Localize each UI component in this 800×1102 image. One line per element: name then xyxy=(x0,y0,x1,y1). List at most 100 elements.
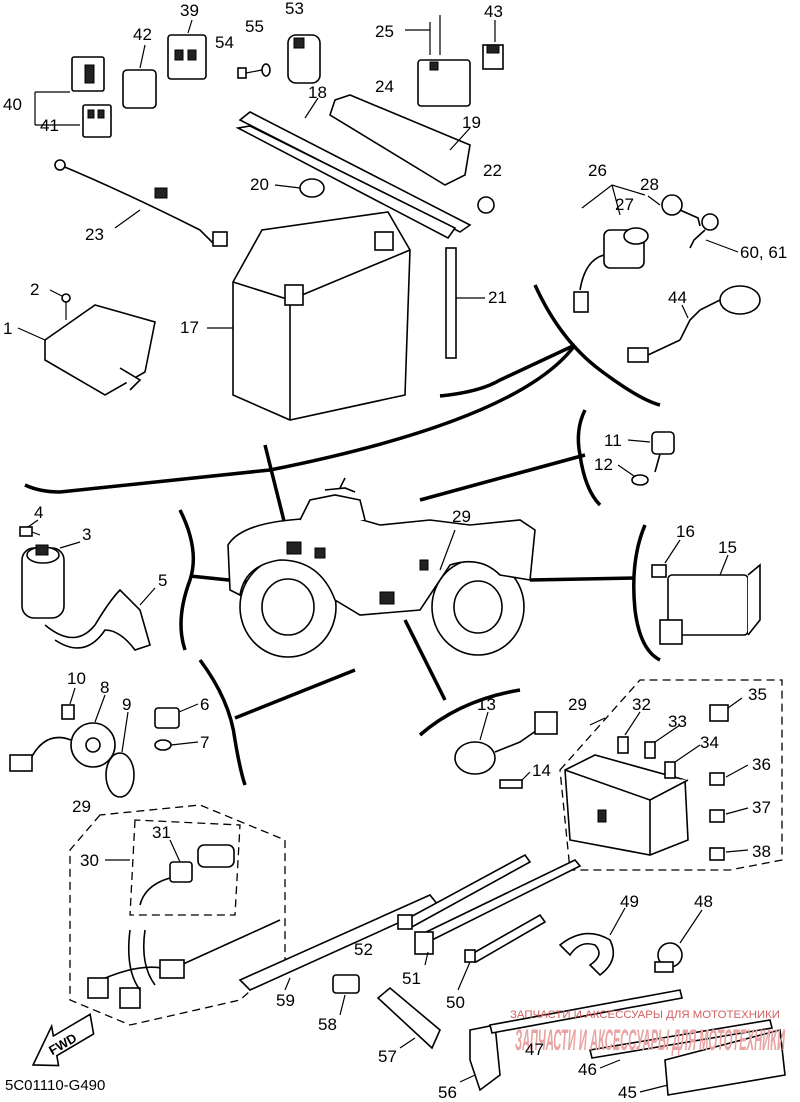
watermark: ЗАПЧАСТИ И АКСЕССУАРЫ ДЛЯ МОТОТЕХНИКИ ЗА… xyxy=(510,1009,786,1057)
horn-53 xyxy=(287,34,321,84)
label-29-atv: 29 xyxy=(452,507,471,526)
bracket-19 xyxy=(329,94,471,186)
gasket-12 xyxy=(617,464,649,486)
main-switch-27 xyxy=(573,227,649,313)
label-55: 55 xyxy=(245,17,264,36)
label-5: 5 xyxy=(158,571,167,590)
clamp-48 xyxy=(654,909,703,973)
relay-part-40 xyxy=(71,56,105,92)
label-45: 45 xyxy=(618,1083,637,1102)
callout-labels: 1 2 3 4 5 6 7 8 9 10 11 12 13 14 15 16 1… xyxy=(3,0,787,1102)
relay-part-41 xyxy=(82,104,112,138)
fwd-arrow-icon: FWD xyxy=(31,1013,95,1067)
main-harness xyxy=(87,919,281,1009)
label-57: 57 xyxy=(378,1047,397,1066)
long-bolt-21 xyxy=(445,247,485,359)
label-50: 50 xyxy=(446,993,465,1012)
label-26: 26 xyxy=(588,161,607,180)
relay-part-24 xyxy=(417,59,471,107)
harness-group xyxy=(69,804,286,1026)
band-47 xyxy=(489,989,683,1034)
sensor-13 xyxy=(454,711,558,775)
bolt-10 xyxy=(61,687,76,720)
label-22: 22 xyxy=(483,161,502,180)
label-38: 38 xyxy=(752,842,771,861)
label-40: 40 xyxy=(3,95,22,114)
label-42: 42 xyxy=(133,25,152,44)
label-13: 13 xyxy=(477,695,496,714)
fuse-33 xyxy=(644,741,656,759)
wire-lead-31 xyxy=(139,839,235,906)
label-52: 52 xyxy=(354,940,373,959)
label-19: 19 xyxy=(462,113,481,132)
label-1: 1 xyxy=(3,319,12,338)
screw-2 xyxy=(49,289,71,320)
label-31: 31 xyxy=(152,823,171,842)
label-9: 9 xyxy=(122,695,131,714)
grommet-20 xyxy=(274,178,325,198)
label-29-fusebox: 29 xyxy=(568,695,587,714)
label-30: 30 xyxy=(80,851,99,870)
bolt-54 xyxy=(237,67,263,79)
washer-55 xyxy=(261,63,271,77)
band-45 xyxy=(639,1028,786,1096)
label-43: 43 xyxy=(484,2,503,21)
label-32: 32 xyxy=(632,695,651,714)
diagram-code: 5C01110-G490 xyxy=(5,1077,105,1094)
label-58: 58 xyxy=(318,1015,337,1034)
wire-lead-23 xyxy=(54,159,228,247)
fuse-35 xyxy=(709,704,729,722)
label-25: 25 xyxy=(375,22,394,41)
label-44: 44 xyxy=(668,288,687,307)
fuse-box-29 xyxy=(564,717,689,856)
label-35: 35 xyxy=(748,685,767,704)
label-17: 17 xyxy=(180,318,199,337)
sensor-11 xyxy=(627,431,675,473)
label-41: 41 xyxy=(40,116,59,135)
o-ring-9 xyxy=(105,711,135,798)
bolt-4 xyxy=(19,519,41,537)
key-28 xyxy=(661,194,701,227)
label-14: 14 xyxy=(532,761,551,780)
washer-7 xyxy=(154,739,199,751)
cable-tie-52 xyxy=(397,853,532,930)
label-18: 18 xyxy=(308,83,327,102)
label-29-harness: 29 xyxy=(72,797,91,816)
label-53: 53 xyxy=(285,0,304,18)
connector-43 xyxy=(482,44,504,70)
label-16: 16 xyxy=(676,522,695,541)
label-27: 27 xyxy=(615,195,634,214)
bolt-14 xyxy=(499,771,531,789)
ignition-coil-3 xyxy=(21,541,81,619)
fuse-34 xyxy=(664,761,676,779)
region-dividers xyxy=(24,284,661,786)
cable-tie-50 xyxy=(457,913,547,991)
label-11: 11 xyxy=(604,431,622,450)
nut-22 xyxy=(477,196,495,214)
fuse-36 xyxy=(709,772,725,786)
label-2: 2 xyxy=(30,280,39,299)
label-56: 56 xyxy=(438,1083,457,1102)
key-60-61 xyxy=(689,213,739,253)
clamp-56 xyxy=(459,1024,501,1092)
pickup-coil-8 xyxy=(9,694,116,772)
label-54: 54 xyxy=(215,33,234,52)
relay-part-39 xyxy=(167,34,207,80)
watermark-text: ЗАПЧАСТИ И АКСЕССУАРЫ ДЛЯ МОТОТЕХНИКИ xyxy=(510,1009,780,1021)
label-39: 39 xyxy=(180,1,199,20)
label-7: 7 xyxy=(200,733,209,752)
bracket-18 xyxy=(235,111,472,240)
dc-socket-44 xyxy=(627,285,761,363)
relay-part-42 xyxy=(122,69,157,109)
label-36: 36 xyxy=(752,755,771,774)
fuse-32 xyxy=(617,736,629,754)
label-34: 34 xyxy=(700,733,719,752)
cdi-unit-1 xyxy=(17,304,156,396)
label-20: 20 xyxy=(250,175,269,194)
switch-6 xyxy=(154,703,199,729)
watermark-logo: ЗАПЧАСТИ И АКСЕССУАРЫ ДЛЯ МОТОТЕХНИКИ xyxy=(515,1024,786,1057)
label-4: 4 xyxy=(34,503,43,522)
label-37: 37 xyxy=(752,798,771,817)
plug-cap-5 xyxy=(44,587,156,651)
